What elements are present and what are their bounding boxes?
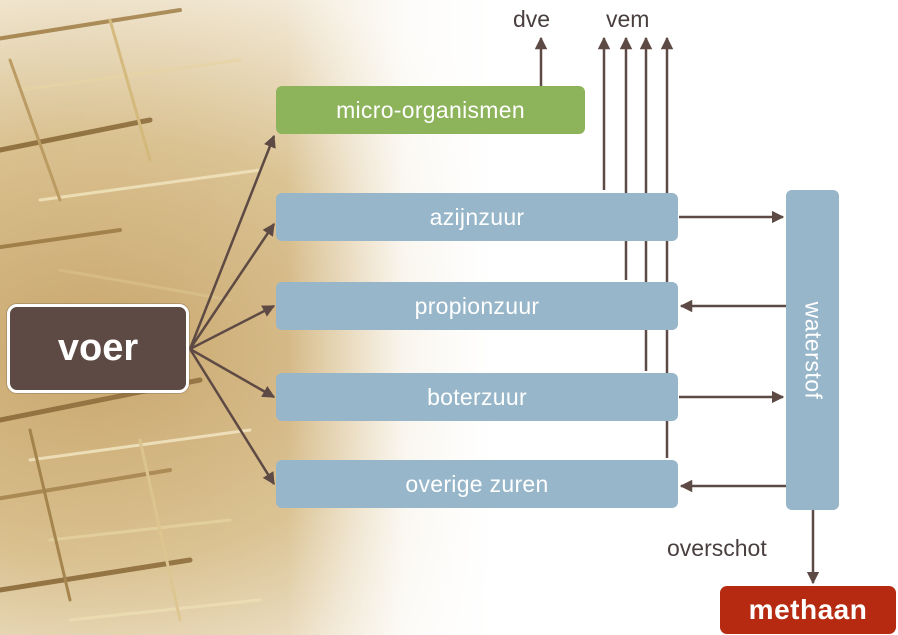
boterzuur-label: boterzuur xyxy=(427,384,527,411)
micro-organismen-box: micro-organismen xyxy=(276,86,585,134)
dve-label: dve xyxy=(513,6,550,33)
propionzuur-label: propionzuur xyxy=(415,293,540,320)
voer-box: voer xyxy=(7,304,189,393)
propionzuur-box: propionzuur xyxy=(276,282,678,330)
arrow-voer-to-boterzuur xyxy=(190,349,274,397)
waterstof-label: waterstof xyxy=(799,301,826,399)
vem-label: vem xyxy=(606,6,649,33)
overige-zuren-box: overige zuren xyxy=(276,460,678,508)
arrow-voer-to-overige-zuren xyxy=(190,349,274,484)
azijnzuur-box: azijnzuur xyxy=(276,193,678,241)
voer-label: voer xyxy=(58,327,138,370)
micro-organismen-label: micro-organismen xyxy=(336,97,525,124)
methaan-box: methaan xyxy=(720,586,896,634)
azijnzuur-label: azijnzuur xyxy=(430,204,525,231)
boterzuur-box: boterzuur xyxy=(276,373,678,421)
arrow-voer-to-propionzuur xyxy=(190,306,274,349)
waterstof-box: waterstof xyxy=(786,190,839,510)
overige-zuren-label: overige zuren xyxy=(405,471,548,498)
methaan-label: methaan xyxy=(749,594,868,626)
overschot-label: overschot xyxy=(667,535,767,562)
